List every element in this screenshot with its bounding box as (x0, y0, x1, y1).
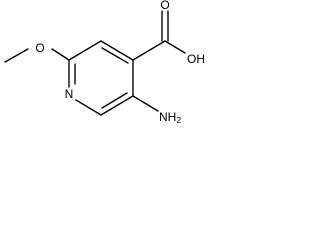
methoxy-oxygen-label: O (35, 41, 44, 55)
ring-bond-c2-c3 (68, 40, 102, 61)
methyl-bond (4, 48, 29, 63)
amino-bond (132, 95, 159, 112)
hydroxyl-label: OH (187, 52, 205, 66)
carboxyl-bond (132, 40, 166, 61)
ring-bond-c5-c6-inner (101, 92, 128, 109)
ring-bond-c5-c6 (100, 95, 134, 116)
hydroxyl-bond (164, 40, 186, 54)
amino-label-text: NH (159, 110, 176, 124)
chemical-structure: O N O OH NH2 (4, 0, 205, 125)
ring-bond-c3-c4 (100, 40, 134, 61)
ring-bond-c3-c4-inner (101, 47, 129, 64)
amino-label-subscript: 2 (176, 115, 181, 125)
carbonyl-oxygen-label: O (160, 0, 169, 12)
amino-label: NH2 (159, 110, 181, 125)
ring-nitrogen-label: N (65, 87, 74, 101)
ring-bond-c6-n1 (75, 99, 102, 116)
methoxy-ring-bond (51, 48, 70, 61)
